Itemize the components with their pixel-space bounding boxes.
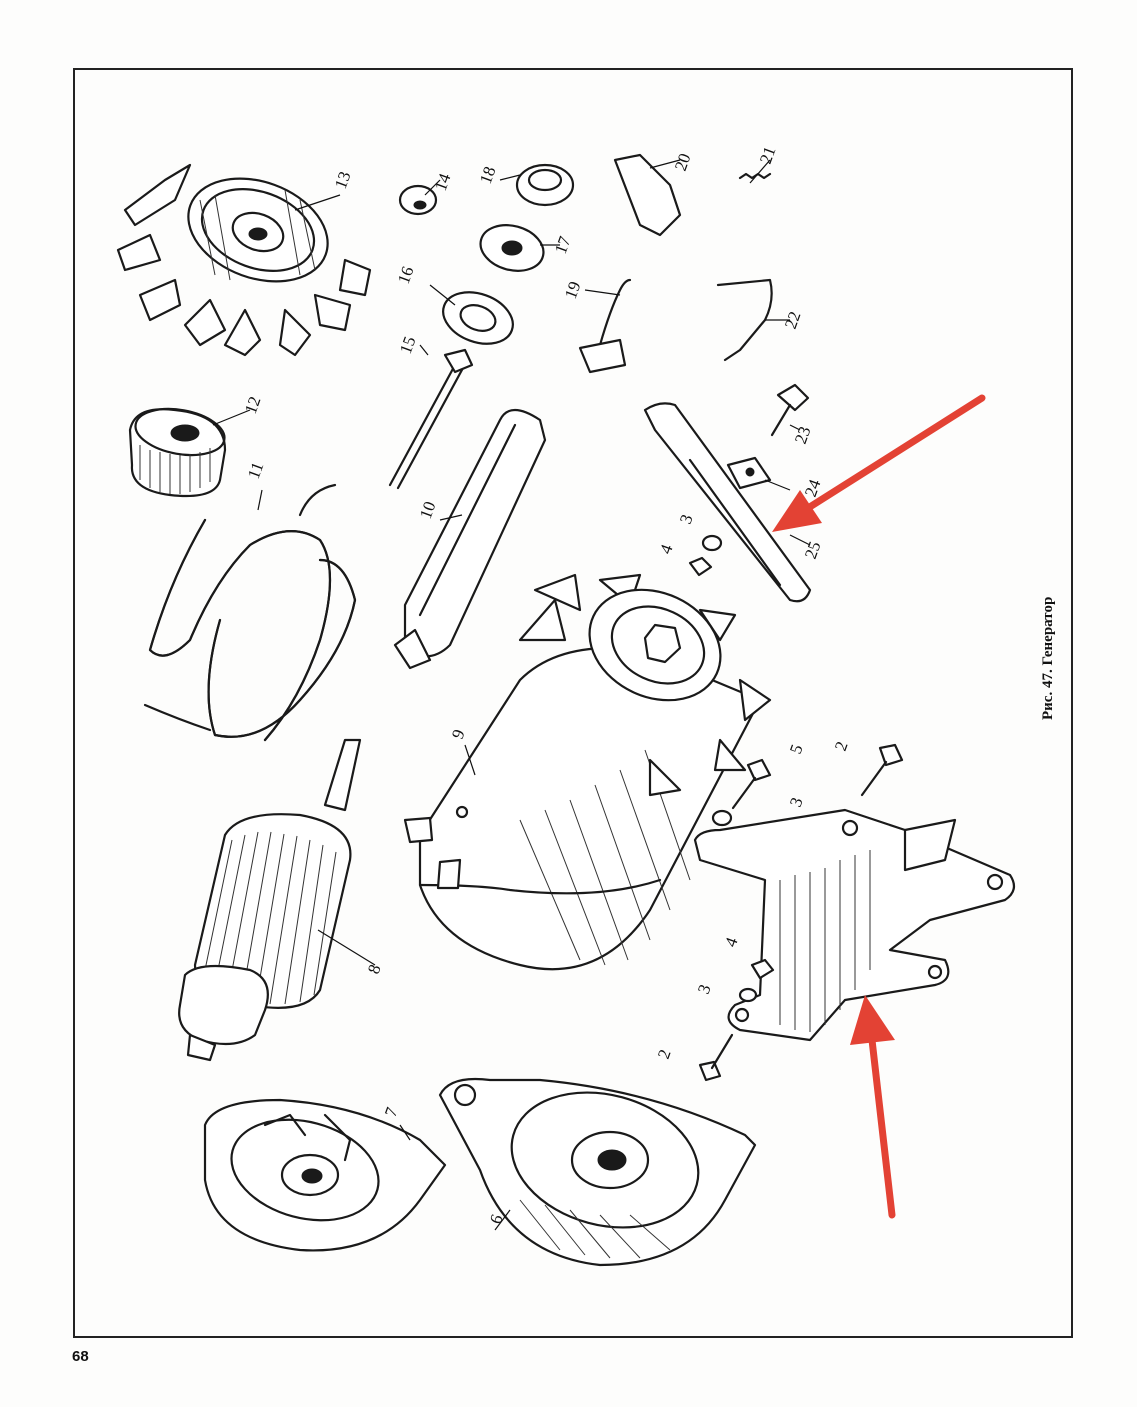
callout-11: 11 (244, 459, 267, 481)
callout-16: 16 (394, 264, 418, 286)
callout-12: 12 (241, 394, 265, 416)
part-9-generator-housing (403, 573, 772, 971)
red-arrow-lower (850, 995, 896, 1219)
callout-19: 19 (561, 279, 585, 301)
callout-4-lower: 4 (721, 934, 742, 949)
callout-3-middle: 3 (786, 795, 807, 809)
callout-15: 15 (396, 334, 420, 356)
part-25-slotted-strap (643, 402, 812, 603)
part-6-drive-end-housing (438, 1077, 757, 1267)
part-24-plate (726, 456, 772, 490)
callout-7: 7 (381, 1104, 402, 1119)
part-19-brush (578, 278, 632, 374)
part-17-washer (479, 224, 545, 272)
part-23-bolt (770, 383, 810, 437)
part-7-end-plate (203, 1098, 447, 1252)
part-11-field-coils (143, 483, 357, 742)
part-3-washer-upper (701, 534, 723, 552)
callout-24: 24 (801, 476, 825, 499)
callout-2-lower: 2 (654, 1047, 675, 1061)
part-18-bushing (515, 163, 575, 207)
callout-25: 25 (801, 539, 825, 561)
part-15-through-bolt (388, 348, 474, 490)
part-2-bolt-lower (698, 1033, 734, 1082)
part-8-armature (178, 738, 362, 1062)
callout-22: 22 (781, 309, 805, 331)
callout-17: 17 (551, 233, 575, 256)
callout-2-upper: 2 (831, 739, 852, 753)
leader-lines (212, 159, 811, 1231)
part-20-brush-holder (613, 153, 682, 237)
figure-caption: Рис. 47. Генератор (1040, 596, 1056, 720)
part-22-brush-arm (716, 278, 773, 362)
red-arrow-upper (772, 394, 986, 532)
callout-4-upper: 4 (656, 541, 677, 556)
callout-20: 20 (671, 151, 695, 173)
callout-14: 14 (431, 170, 455, 193)
part-3-washer-middle (711, 809, 733, 827)
part-21-spring (738, 172, 772, 180)
part-4-nut-upper (688, 556, 713, 577)
part-12-bearing (128, 407, 227, 498)
part-2-bolt-upper (860, 743, 904, 797)
callout-18: 18 (476, 164, 500, 186)
callout-10: 10 (416, 499, 440, 521)
callout-23: 23 (791, 424, 815, 446)
figure-frame (73, 68, 1073, 1338)
part-1-bracket (693, 808, 1016, 1042)
callout-21: 21 (756, 144, 780, 166)
callout-3-lower: 3 (694, 982, 715, 996)
callout-5: 5 (786, 742, 807, 756)
callout-3-upper: 3 (676, 512, 697, 526)
part-16-washer (442, 291, 514, 345)
callout-13: 13 (331, 169, 355, 191)
page-number: 68 (72, 1348, 89, 1365)
part-13-fan-pulley (116, 163, 372, 357)
part-3-washer-lower (738, 987, 758, 1003)
callout-9: 9 (448, 727, 469, 741)
part-10-cover-band (393, 408, 547, 670)
part-5-bolt (731, 758, 772, 810)
part-4-nut-lower (750, 958, 775, 980)
